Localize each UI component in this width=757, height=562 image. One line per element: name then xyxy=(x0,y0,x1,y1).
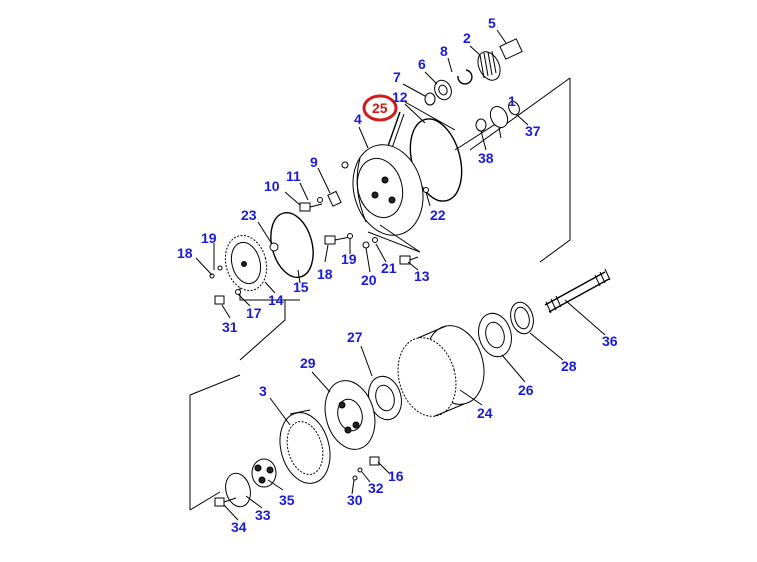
callout-27: 27 xyxy=(347,329,363,345)
callout-13: 13 xyxy=(414,268,430,284)
callout-33: 33 xyxy=(255,507,271,523)
callout-23: 23 xyxy=(241,207,257,223)
callout-29: 29 xyxy=(300,355,316,371)
callout-18a: 18 xyxy=(177,245,193,261)
callout-17: 17 xyxy=(246,305,262,321)
highlight-ring xyxy=(362,94,398,122)
callout-5: 5 xyxy=(488,15,496,31)
callout-3: 3 xyxy=(259,383,267,399)
callout-4: 4 xyxy=(354,111,362,127)
callout-9: 9 xyxy=(310,154,318,170)
part-27-bearing xyxy=(368,375,402,421)
callout-22: 22 xyxy=(430,207,446,223)
parts-33-35-gearset xyxy=(214,458,277,508)
callout-16: 16 xyxy=(388,468,404,484)
callout-19b: 19 xyxy=(341,251,357,267)
callout-7: 7 xyxy=(393,69,401,85)
callout-38: 38 xyxy=(478,150,494,166)
callout-6: 6 xyxy=(418,56,426,72)
callout-34: 34 xyxy=(231,519,247,535)
callout-19a: 19 xyxy=(201,230,217,246)
callout-15: 15 xyxy=(293,279,309,295)
callout-25: 25 xyxy=(372,100,388,116)
callout-31: 31 xyxy=(222,319,238,335)
callout-12: 12 xyxy=(392,89,408,105)
part-36-shaft xyxy=(544,268,611,314)
frame-lines xyxy=(189,77,571,511)
shaft-group-top xyxy=(424,38,523,132)
part-3-ring-gear xyxy=(279,409,331,484)
callout-11: 11 xyxy=(286,168,301,184)
small-bolts xyxy=(299,161,429,265)
callout-26: 26 xyxy=(518,382,534,398)
callout-20: 20 xyxy=(361,272,377,288)
part-26-bearing xyxy=(478,312,512,358)
callout-37: 37 xyxy=(525,123,541,139)
callout-30: 30 xyxy=(347,492,363,508)
callout-1: 1 xyxy=(508,93,516,109)
part-28-ring xyxy=(510,301,534,335)
callout-10: 10 xyxy=(264,178,280,194)
callout-14: 14 xyxy=(268,292,284,308)
parts-16-30-32-bolts xyxy=(352,456,380,481)
callout-35: 35 xyxy=(279,492,295,508)
part-24-drum xyxy=(397,325,485,417)
part-25-bolt xyxy=(387,111,405,149)
callout-28: 28 xyxy=(561,358,577,374)
callout-21: 21 xyxy=(381,260,397,276)
leader-lines xyxy=(195,29,606,521)
callout-36: 36 xyxy=(602,333,618,349)
part-14-gear-plate xyxy=(209,234,279,305)
callout-24: 24 xyxy=(477,405,493,421)
part-29-carrier xyxy=(324,380,376,450)
callout-2: 2 xyxy=(463,30,471,46)
part-4-housing xyxy=(352,144,424,236)
callout-18b: 18 xyxy=(317,266,333,282)
callout-32: 32 xyxy=(368,480,384,496)
callout-labels: 25 1 2 3 4 5 6 7 8 9 10 11 12 13 14 15 1… xyxy=(177,15,618,535)
callout-8: 8 xyxy=(440,43,448,59)
